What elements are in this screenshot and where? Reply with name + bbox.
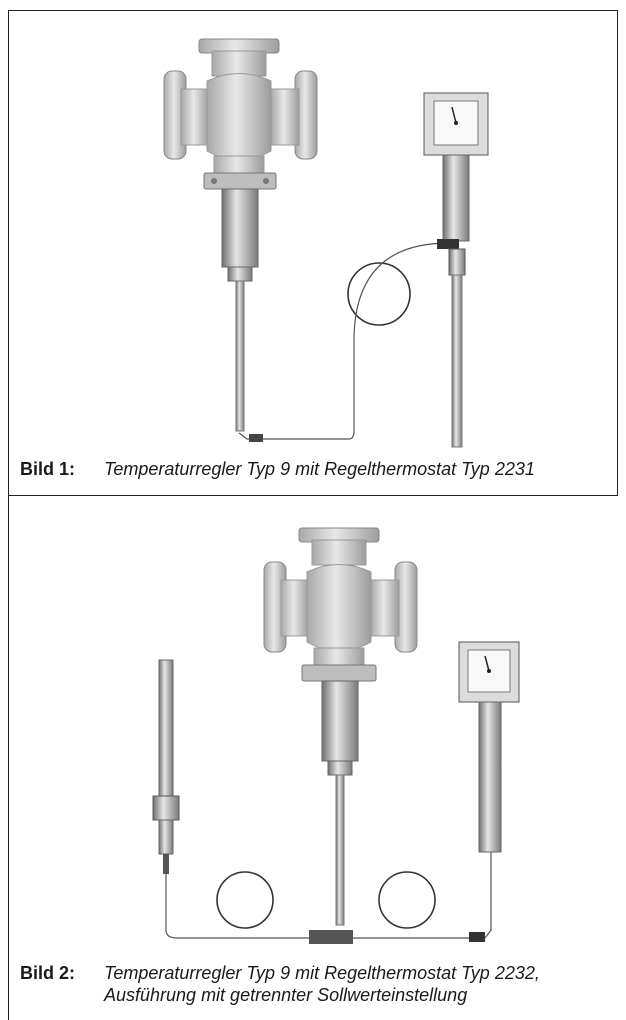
- page-frame-left: [8, 10, 9, 1020]
- setpoint-adjuster-2: [458, 641, 520, 853]
- thermostat-1: [423, 92, 489, 448]
- figure-separator: [8, 495, 618, 496]
- page-frame-right: [617, 10, 618, 495]
- figure-2-photo: [9, 500, 616, 960]
- figure-1-caption-text: Temperaturregler Typ 9 mit Regelthermost…: [104, 459, 535, 479]
- figure-2-caption-line-2: Ausführung mit getrennter Sollwerteinste…: [104, 985, 468, 1005]
- temperature-sensor-2: [152, 659, 180, 874]
- figure-2-caption-line-1: Temperaturregler Typ 9 mit Regelthermost…: [104, 963, 540, 983]
- valve-body-1: [163, 38, 318, 432]
- figure-2-label: Bild 2:: [20, 963, 76, 983]
- page-frame-top: [8, 10, 618, 11]
- valve-body-2: [263, 527, 418, 926]
- figure-1-label: Bild 1:: [20, 459, 76, 479]
- figure-1-photo: [9, 11, 616, 451]
